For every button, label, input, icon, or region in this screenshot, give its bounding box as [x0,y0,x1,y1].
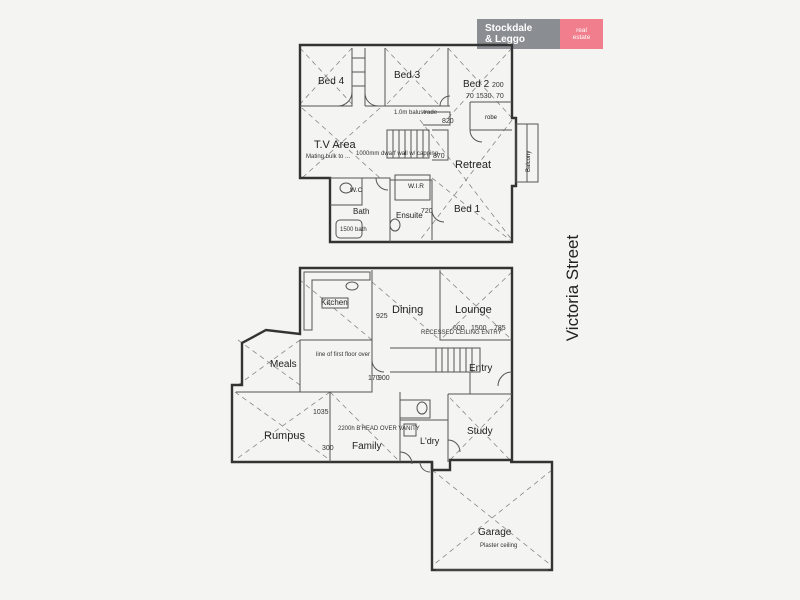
dim-1500: 1500 [471,325,487,332]
ground-floor-hatching [234,271,553,567]
ensuite-toilet-fixture [389,218,401,232]
note-plaster-ceiling: Plaster ceiling [480,543,517,549]
agency-tag-line2: estate [572,34,591,41]
dim-820: 820 [442,118,454,125]
ground-door-swings [371,359,513,473]
room-label-bed2: Bed 2 [463,79,490,90]
room-label-wc: W.C [350,187,363,194]
dim-200: 200 [492,82,504,89]
ground-floor-plan: Kitchen Dining Lounge Meals Entry Rumpus… [230,266,554,572]
room-label-robe: robe [485,115,498,121]
laundry-trough [403,423,417,437]
dim-870: 870 [433,153,445,160]
dim-600: 600 [453,325,465,332]
upper-floor-internal-walls [300,48,512,242]
note-recessed-ceiling: RECESSED CEILING ENTRY [421,330,502,336]
room-label-ensuite: Ensuite [396,211,423,220]
ground-toilet-fixture [416,401,428,415]
dim-925: 925 [376,313,388,320]
dim-170: 170 [368,375,380,382]
room-label-family: Family [352,441,381,452]
upper-floor-plan: Bed 4 Bed 3 Bed 2 T.V Area Retreat Bed 1… [298,43,539,244]
note-bath-size: 1500 bath [340,227,367,233]
room-label-entry: Entry [469,363,492,374]
upper-floor-outer-wall [298,43,518,244]
room-label-garage: Garage [478,527,512,538]
room-label-laundry: L'dry [420,436,440,446]
ground-floor-internal-walls [236,270,512,462]
ground-stair [435,347,481,373]
room-label-retreat: Retreat [455,159,491,171]
room-label-bath: Bath [353,207,369,216]
dim-70-right: 70 [496,93,504,100]
room-label-bed4: Bed 4 [318,76,345,87]
room-label-meals: Meals [270,359,297,370]
note-balustrade: 1.0m balustrade [394,110,438,116]
upper-door-swings [337,91,483,223]
room-label-lounge: Lounge [455,304,492,316]
agency-name-line1: Stockdale [485,23,533,34]
room-label-rumpus: Rumpus [264,430,305,442]
dim-1530: 1530 [476,93,492,100]
room-label-tv-area: T.V Area [314,139,356,151]
dim-70-left: 70 [466,93,474,100]
room-label-wir: W.I.R [408,183,424,190]
room-label-bed3: Bed 3 [394,70,421,81]
dim-720: 720 [421,208,433,215]
room-label-dining: Dining [392,304,423,316]
note-matching-bulk: Mating bulk to ... [306,154,350,160]
garage-outer-wall [430,460,554,572]
note-line-first-floor: line of first floor over [316,352,370,358]
dim-1035: 1035 [313,409,329,416]
agency-name-line2: & Leggo [485,34,525,45]
bath-tub-fixture [335,219,363,239]
upper-stair [386,129,430,159]
room-label-balcony: Balcony [526,151,532,172]
dim-900: 900 [378,375,390,382]
ground-floor-outer-wall [230,266,514,472]
room-label-study: Study [467,426,493,437]
note-dwarf-wall: 1000mm dwarf wall w/ capping [356,151,438,157]
note-bulkhead: 2200h B'HEAD OVER VANITY [338,426,420,432]
agency-tag: real estate [560,19,603,49]
room-label-kitchen: Kitchen [321,298,348,307]
kitchen-benches [303,271,371,331]
agency-tag-line1: real [576,27,587,34]
dim-300: 300 [322,445,334,452]
room-label-bed1: Bed 1 [454,204,481,215]
toilet-fixture-upper [339,182,353,194]
dim-785: 785 [494,325,506,332]
upper-floor-hatching [299,47,513,241]
